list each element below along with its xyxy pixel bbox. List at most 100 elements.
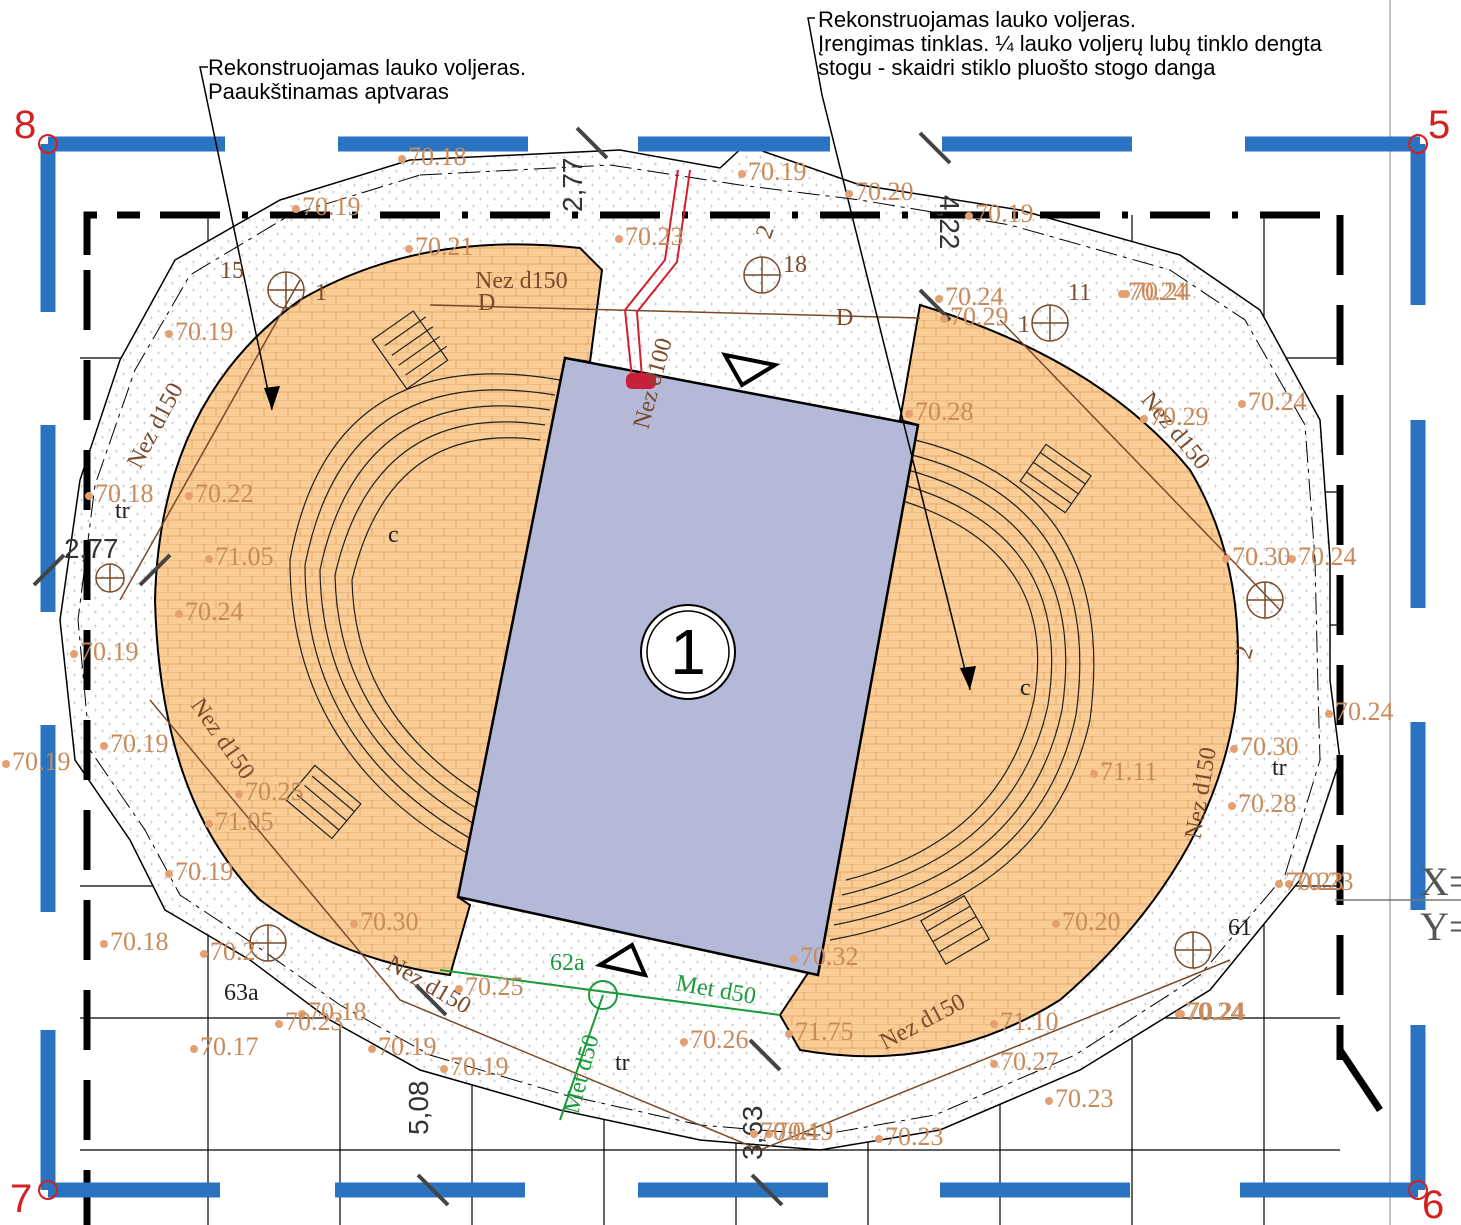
- pipe-red: [623, 169, 691, 379]
- callout-left-line-1: Rekonstruojamas lauko voljeras.: [208, 55, 526, 80]
- elevation-point: [1140, 415, 1148, 423]
- elevation-point: [790, 955, 798, 963]
- corner-label-7: 7: [10, 1177, 32, 1221]
- callout-left: Rekonstruojamas lauko voljeras. Paaukšti…: [208, 56, 526, 104]
- elevation-label: 71.10: [1000, 1007, 1059, 1036]
- callout-right: Rekonstruojamas lauko voljeras. Įrengima…: [818, 8, 1322, 80]
- building-number: 1: [670, 616, 706, 688]
- elevation-label: 71.11: [1100, 757, 1158, 786]
- elevation-point: [275, 1020, 283, 1028]
- elevation-label: 70.24: [1248, 387, 1307, 416]
- elevation-label: 70.28: [1238, 789, 1297, 818]
- elevation-point: [185, 492, 193, 500]
- elevation-point: [1288, 555, 1296, 563]
- callout-right-line-2: Įrengimas tinklas. ¼ lauko voljerų lubų …: [818, 31, 1322, 56]
- label-61: 61: [1228, 915, 1252, 941]
- elevation-label: 70.24: [1187, 997, 1246, 1026]
- elevation-point: [175, 610, 183, 618]
- right-aviary: [778, 303, 1239, 1058]
- elevation-point: [738, 170, 746, 178]
- elevation-label: 70.2: [210, 937, 256, 966]
- elevation-point: [965, 212, 973, 220]
- elevation-point: [200, 950, 208, 958]
- elevation-point: [905, 410, 913, 418]
- label-63a: 63a: [224, 980, 259, 1006]
- elevation-point: [100, 742, 108, 750]
- dimension-top-right: 4,22: [934, 195, 965, 250]
- dimension-top-left: 2,77: [557, 158, 588, 213]
- elevation-label: 70.19: [378, 1032, 437, 1061]
- elevation-point: [615, 235, 623, 243]
- outer-fence-dash: [77, 164, 1321, 1136]
- label-c-left: c: [388, 522, 399, 548]
- elevation-label: 70.23: [625, 222, 684, 251]
- elevation-label: 70.19: [175, 857, 234, 886]
- elevation-label: 70.18: [95, 479, 154, 508]
- elevation-point: [765, 1130, 773, 1138]
- elevation-label: 70.30: [1240, 732, 1299, 761]
- elevation-point: [100, 940, 108, 948]
- elevation-point: [1175, 1010, 1183, 1018]
- elevation-point: [1090, 770, 1098, 778]
- elevation-point: [298, 1010, 306, 1018]
- elevation-label: 70.23: [1295, 867, 1354, 896]
- elevation-label: 70.19: [302, 192, 361, 221]
- left-arcs: [289, 373, 561, 861]
- elevation-point: [405, 245, 413, 253]
- entrance-markers: [594, 352, 781, 978]
- right-arcs: [829, 439, 1095, 941]
- pipe-label-top: Nez d150: [475, 268, 568, 294]
- elevation-label: 70.18: [408, 142, 467, 171]
- elevation-label: 70.26: [690, 1025, 749, 1054]
- callout-left-line-2: Paaukštinamas aptvaras: [208, 79, 449, 104]
- elevation-label: 70.22: [195, 479, 254, 508]
- elevation-label: 70.19: [175, 317, 234, 346]
- boundary-blue: [40, 136, 1426, 1198]
- elevation-label: 70.23: [885, 1122, 944, 1151]
- elevation-label: 70.18: [308, 997, 367, 1026]
- elevation-label: 70.23: [285, 1007, 344, 1036]
- elevation-label: 70.21: [415, 232, 474, 261]
- elevation-label: 70.23: [1055, 1084, 1114, 1113]
- elevation-label: 71.05: [215, 542, 274, 571]
- elevation-label: 70.19: [450, 1052, 509, 1081]
- elevation-point: [875, 1135, 883, 1143]
- elevation-point: [165, 330, 173, 338]
- elevation-point: [1325, 710, 1333, 718]
- elevation-label: 70.19: [80, 637, 139, 666]
- label-d-left: D: [478, 290, 495, 316]
- elevation-point: [1228, 802, 1236, 810]
- elevation-label: 70.32: [800, 942, 859, 971]
- callout-right-line-3: stogu - skaidri stiklo pluošto stogo dan…: [818, 55, 1216, 80]
- elevation-label: 70.19: [975, 199, 1034, 228]
- elevation-label: 70.23: [1285, 867, 1344, 896]
- red-inlet: [626, 373, 656, 389]
- elevation-point: [1222, 555, 1230, 563]
- elevation-label: 70.19: [12, 747, 71, 776]
- elevation-point: [785, 1030, 793, 1038]
- elevation-label: 70.20: [855, 177, 914, 206]
- leader-lines: [199, 17, 971, 691]
- elevation-point: [205, 820, 213, 828]
- dimension-bottom-left: 5,08: [403, 1081, 434, 1136]
- elevation-label: 70.27: [1000, 1047, 1059, 1076]
- elevation-label: 70.19: [110, 729, 169, 758]
- elevation-point: [845, 190, 853, 198]
- elevation-label: 70.24: [1132, 277, 1191, 306]
- coord-y-label: Y=: [1420, 904, 1461, 949]
- label-15: 15: [220, 258, 244, 284]
- elevation-label: 70.25: [245, 777, 304, 806]
- elevation-label: 70.04: [760, 1117, 819, 1146]
- label-11: 11: [1068, 280, 1091, 306]
- callout-right-line-1: Rekonstruojamas lauko voljeras.: [818, 7, 1136, 32]
- elevation-point: [1045, 1097, 1053, 1105]
- elevation-label: 70.29: [1150, 402, 1209, 431]
- left-aviary: [153, 243, 604, 977]
- corner-label-8: 8: [14, 103, 36, 147]
- elevation-point: [70, 650, 78, 658]
- elevation-point: [235, 790, 243, 798]
- elevation-point: [1052, 920, 1060, 928]
- elevation-label: 70.18: [110, 927, 169, 956]
- label-c-right: c: [1020, 675, 1031, 701]
